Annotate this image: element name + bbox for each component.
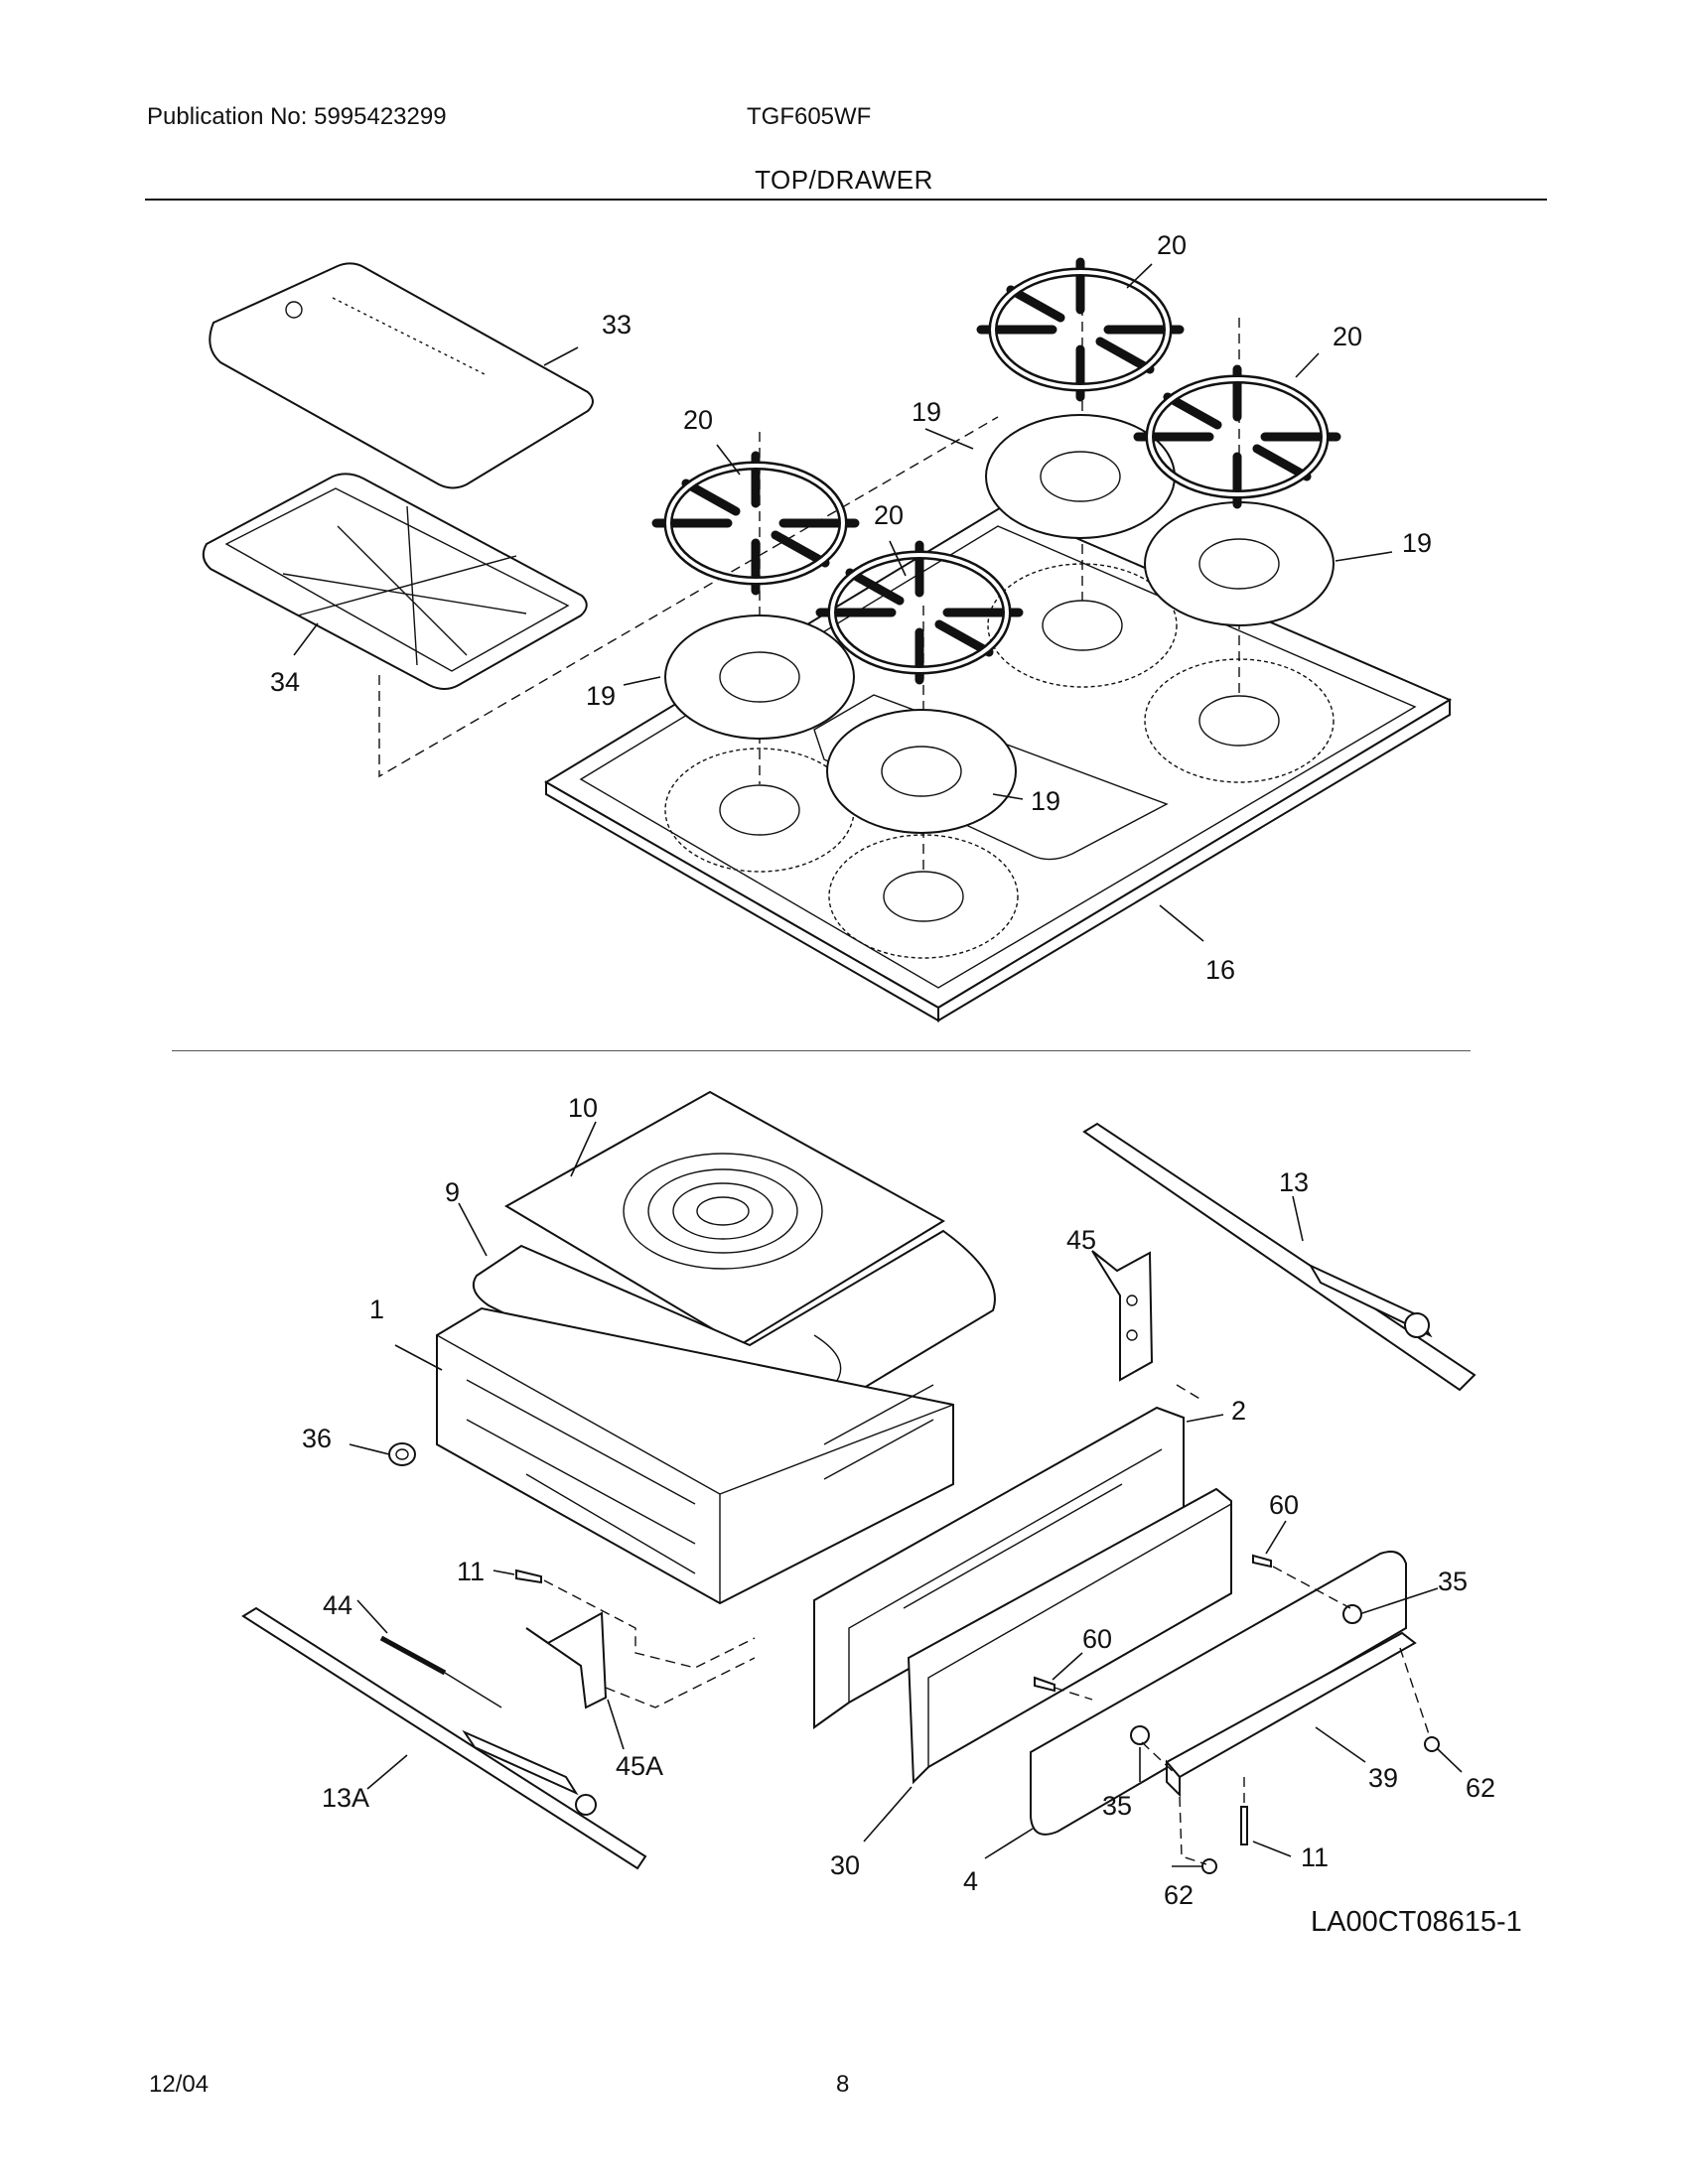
bottom-leader-lines — [349, 1121, 1463, 1867]
part-45-bracket — [1091, 1250, 1154, 1382]
pan-guide-line — [378, 416, 999, 778]
page-number: 8 — [836, 2071, 850, 2098]
part-10-liner — [504, 1090, 945, 1347]
top-leader-lines — [293, 263, 1393, 942]
section-title: TOP/DRAWER — [755, 165, 933, 195]
callout-9: 9 — [445, 1177, 460, 1207]
part-1-drawer-body — [436, 1306, 954, 1605]
callout-60-a: 60 — [1269, 1490, 1299, 1520]
model-number: TGF605WF — [747, 103, 872, 130]
callout-10: 10 — [568, 1093, 598, 1123]
callout-11-b: 11 — [1301, 1843, 1329, 1872]
part-36-bumper — [388, 1442, 416, 1466]
callout-36: 36 — [302, 1424, 332, 1453]
publication-number: Publication No: 5995423299 — [147, 103, 447, 130]
callout-20-d: 20 — [1333, 322, 1362, 351]
callout-45a: 45A — [616, 1751, 663, 1781]
callout-62-a: 62 — [1466, 1773, 1495, 1803]
drawing-code: LA00CT08615-1 — [1311, 1906, 1522, 1938]
callout-16: 16 — [1205, 955, 1235, 985]
callout-11-a: 11 — [457, 1557, 485, 1586]
callout-45: 45 — [1066, 1225, 1096, 1255]
section-divider — [172, 1050, 1471, 1051]
part-20-grates — [651, 257, 1341, 685]
callout-2: 2 — [1231, 1396, 1246, 1426]
callout-20-c: 20 — [1157, 230, 1187, 260]
callout-19-a: 19 — [912, 397, 941, 427]
part-4-drawer-front — [1030, 1551, 1407, 1836]
part-34-broiler-pan — [202, 473, 588, 690]
callout-1: 1 — [369, 1295, 384, 1324]
footer-date: 12/04 — [149, 2071, 210, 2098]
part-19-burner-bowls — [664, 414, 1335, 834]
part-45a-bracket — [525, 1611, 608, 1709]
callout-60-b: 60 — [1082, 1624, 1112, 1654]
callout-19-d: 19 — [1031, 786, 1060, 816]
callout-13a: 13A — [322, 1783, 369, 1813]
callout-34: 34 — [270, 667, 300, 697]
callout-13: 13 — [1279, 1167, 1309, 1197]
part-30-insulation — [907, 1487, 1232, 1785]
callout-30: 30 — [830, 1850, 860, 1880]
callout-62-b: 62 — [1164, 1880, 1194, 1910]
callout-35-a: 35 — [1438, 1567, 1468, 1596]
part-33-griddle-cover — [209, 262, 594, 489]
fasteners — [515, 1554, 1440, 1874]
callout-4: 4 — [963, 1866, 978, 1896]
callout-20-a: 20 — [683, 405, 713, 435]
part-13a-slide — [241, 1606, 647, 1870]
callout-20-b: 20 — [874, 500, 904, 530]
part-13-slide — [1082, 1122, 1477, 1392]
callout-44: 44 — [323, 1590, 352, 1620]
bottom-guide-lines — [543, 1384, 1431, 1865]
header-rule — [145, 199, 1547, 201]
callout-33: 33 — [602, 310, 632, 340]
callout-35-b: 35 — [1102, 1791, 1132, 1821]
callout-39: 39 — [1368, 1763, 1398, 1793]
callout-19-b: 19 — [1402, 528, 1432, 558]
part-39-handle — [1165, 1631, 1417, 1798]
callout-19-c: 19 — [586, 681, 616, 711]
part-44-spring — [379, 1635, 502, 1708]
